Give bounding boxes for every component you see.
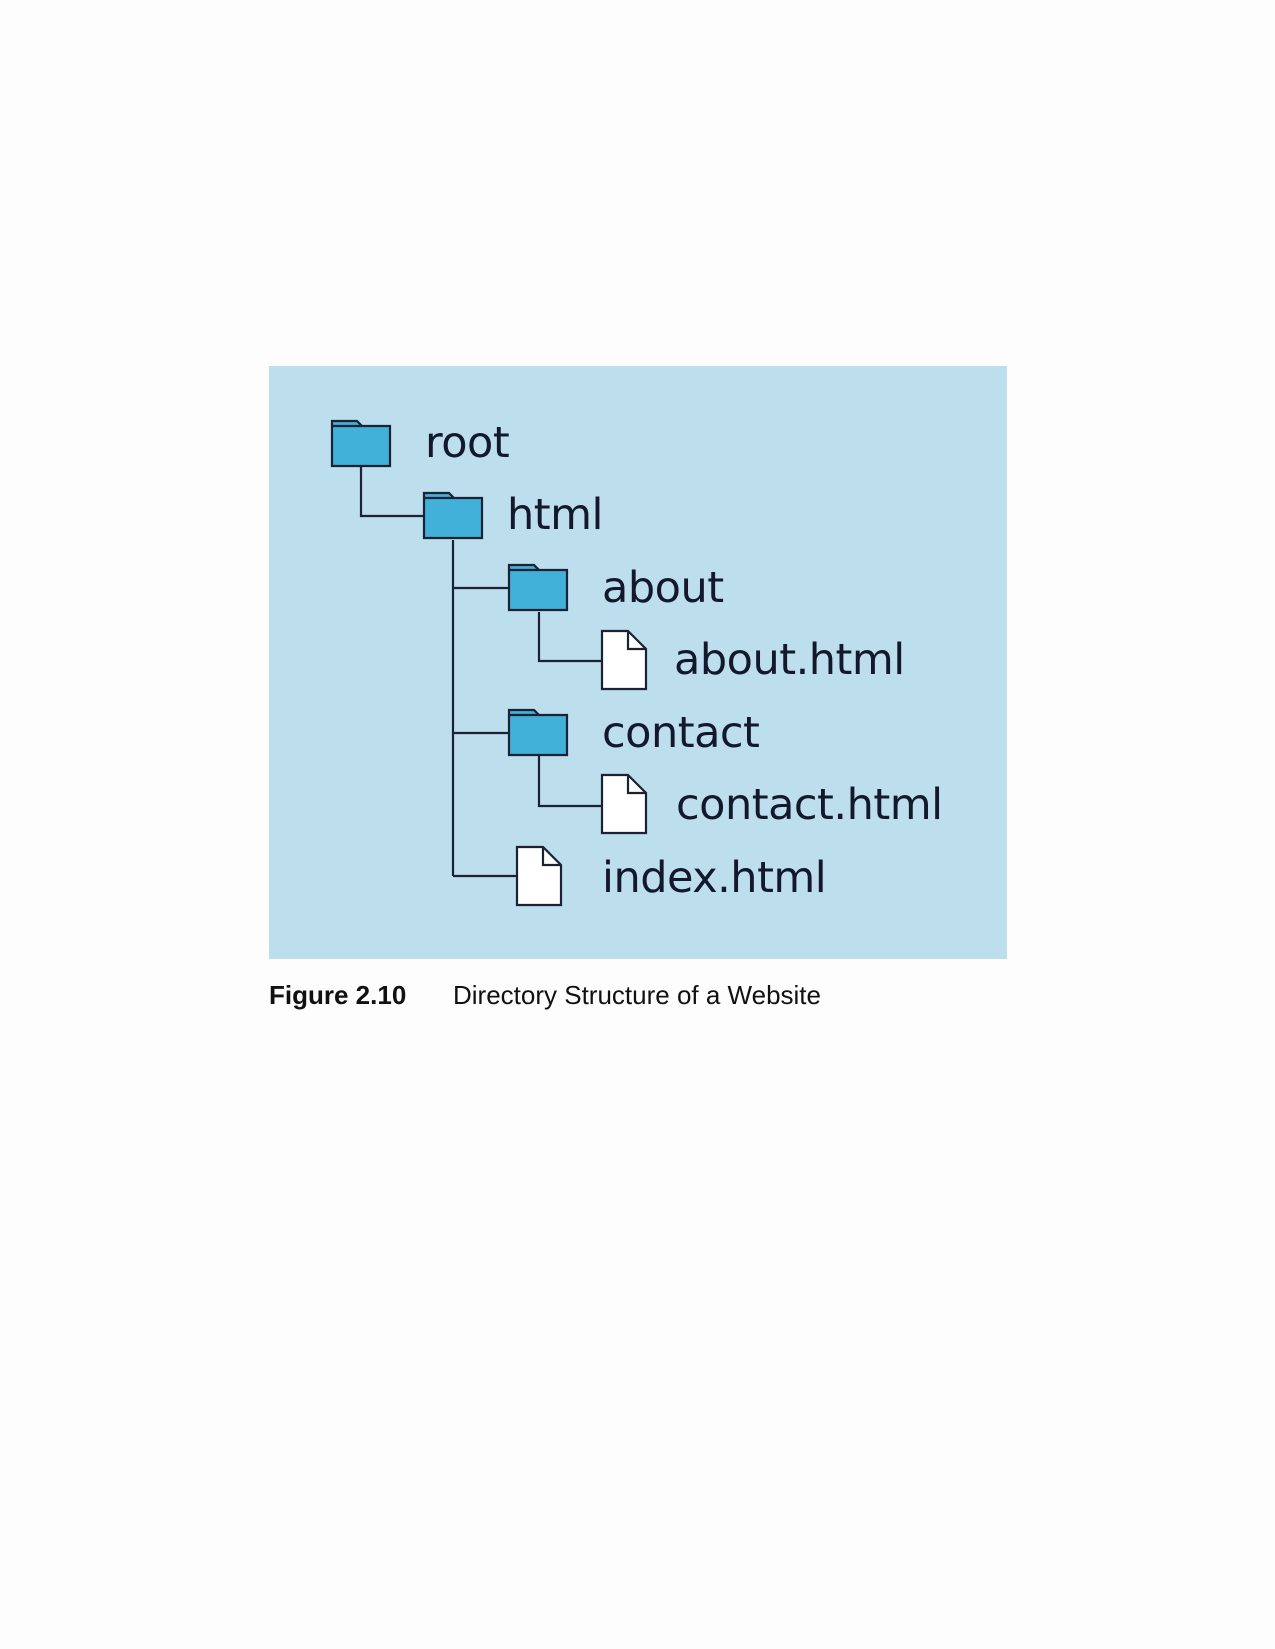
file-icon bbox=[600, 629, 648, 691]
node-label-about-html: about.html bbox=[674, 635, 905, 685]
connector-about-abouthtml bbox=[537, 612, 602, 663]
figure-caption: Figure 2.10 Directory Structure of a Webs… bbox=[269, 979, 821, 1011]
directory-diagram: root html about about.html contact conta… bbox=[269, 366, 1007, 959]
folder-icon bbox=[507, 708, 569, 757]
folder-icon bbox=[507, 563, 569, 612]
connector-root-html bbox=[359, 467, 425, 518]
node-label-contact-html: contact.html bbox=[676, 780, 943, 830]
figure-title: Directory Structure of a Website bbox=[453, 980, 821, 1010]
figure-number: Figure 2.10 bbox=[269, 980, 407, 1010]
folder-icon bbox=[422, 491, 484, 540]
node-label-about: about bbox=[602, 563, 724, 613]
node-label-index-html: index.html bbox=[602, 853, 827, 903]
file-icon bbox=[515, 845, 563, 907]
connector-contact-contacthtml bbox=[537, 756, 602, 808]
file-icon bbox=[600, 773, 648, 835]
folder-icon bbox=[330, 419, 392, 468]
node-label-root: root bbox=[425, 418, 510, 468]
node-label-html: html bbox=[507, 490, 603, 540]
node-label-contact: contact bbox=[602, 708, 760, 758]
tree-graphic bbox=[330, 419, 648, 907]
